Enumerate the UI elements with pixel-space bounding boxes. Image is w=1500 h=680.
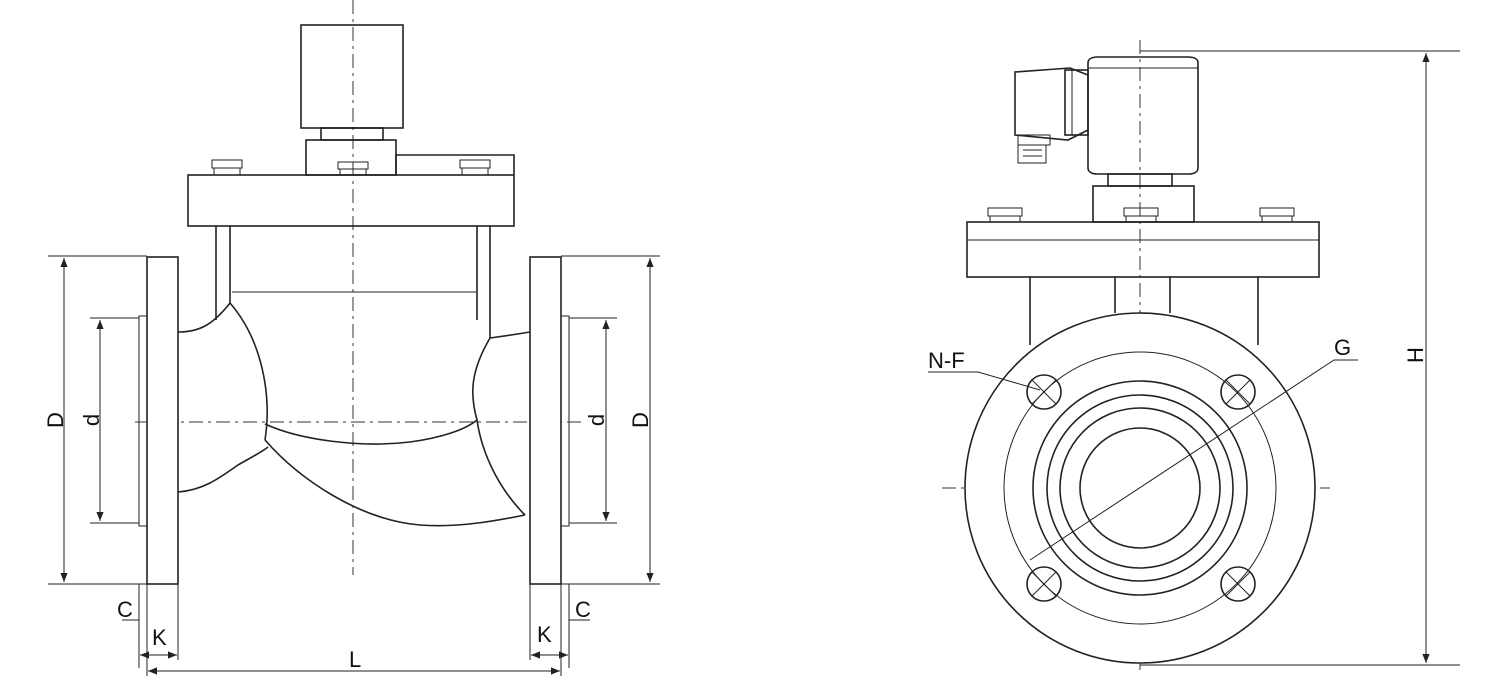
- bolt-circle: [1003, 351, 1277, 625]
- side-solenoid-coil: [1087, 56, 1199, 175]
- solenoid-coil: [300, 24, 404, 129]
- raised-face-outer: [1032, 380, 1248, 596]
- label-NF: N-F: [928, 348, 965, 373]
- label-d-right: d: [584, 414, 609, 426]
- dim-d-right: [569, 317, 617, 524]
- label-K-left: K: [152, 625, 167, 650]
- body-lower-contour: [264, 439, 526, 527]
- side-cover-plate: [966, 221, 1320, 278]
- left-raised-face: [138, 315, 148, 527]
- label-D-right: D: [628, 412, 653, 428]
- side-bolt-left: [987, 207, 1023, 223]
- label-H: H: [1403, 347, 1428, 363]
- bolt-hole-top-right: [1220, 374, 1256, 410]
- left-pipe-top: [177, 302, 231, 333]
- right-flange: [529, 256, 562, 585]
- label-C-right: C: [575, 597, 591, 622]
- raised-face-ring-2: [1059, 407, 1221, 569]
- body-right-contour: [471, 337, 526, 516]
- label-C-left: C: [117, 597, 133, 622]
- bonnet-neck: [305, 139, 397, 176]
- leader-G: [1029, 359, 1358, 561]
- right-raised-face: [560, 315, 570, 527]
- side-body-walls: [1029, 277, 1259, 345]
- side-bonnet-neck: [1092, 185, 1195, 223]
- bonnet-side-block: [395, 154, 515, 175]
- right-pipe-top: [489, 331, 531, 339]
- raised-face-ring-1: [1046, 394, 1234, 582]
- coil-base: [320, 127, 384, 141]
- dim-H: [1140, 50, 1460, 666]
- dim-D-left: [48, 255, 147, 585]
- body-left-contour: [229, 302, 268, 441]
- left-post: [215, 226, 231, 320]
- front-view: D d d D C: [43, 0, 660, 676]
- side-view: N-F G H: [928, 40, 1460, 670]
- bolt-hole-top-left: [1026, 374, 1062, 410]
- dim-d-left: [90, 317, 139, 524]
- label-D-left: D: [43, 412, 68, 428]
- bolt-hole-bottom-left: [1026, 566, 1062, 602]
- cover-bolt-right: [459, 159, 491, 176]
- cover-bolt-left: [211, 159, 243, 176]
- din-connector: [1014, 67, 1089, 164]
- label-G: G: [1334, 335, 1351, 360]
- dim-extension-lines: [138, 584, 570, 676]
- label-K-right: K: [537, 622, 552, 647]
- side-bolt-center: [1123, 207, 1159, 223]
- label-L: L: [349, 647, 361, 672]
- label-d-left: d: [79, 414, 104, 426]
- bolt-hole-bottom-right: [1220, 566, 1256, 602]
- right-post: [476, 226, 491, 338]
- body-mid-contour: [264, 419, 478, 445]
- left-flange: [146, 256, 179, 585]
- dim-D-right: [561, 255, 660, 585]
- left-pipe-bottom: [177, 446, 269, 493]
- side-body-stem: [1114, 277, 1171, 313]
- side-bolt-right: [1259, 207, 1295, 223]
- leader-NF: [928, 371, 1041, 391]
- bore-circle: [1079, 427, 1201, 549]
- top-cover-plate: [187, 174, 515, 227]
